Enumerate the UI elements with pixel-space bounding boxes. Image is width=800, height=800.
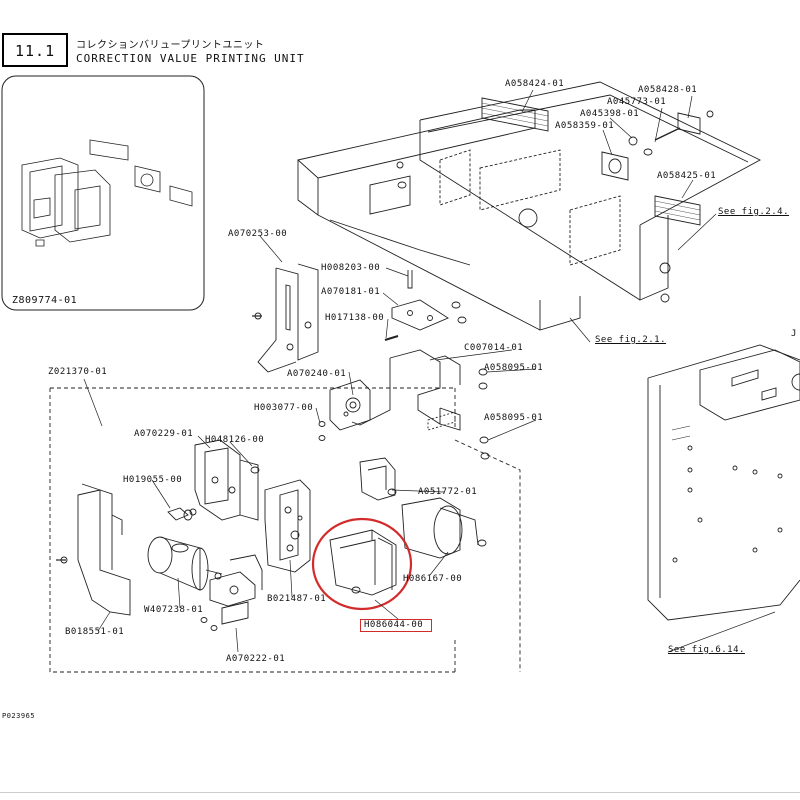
inset-frame: [1, 75, 205, 311]
part-label[interactable]: A070240-01: [287, 369, 347, 379]
part-label[interactable]: Z021370-01: [48, 367, 108, 377]
section-number-box: [2, 33, 68, 67]
part-label[interactable]: A045398-01: [580, 109, 640, 119]
bracket-c007014: [318, 349, 490, 460]
upper-frame: [297, 81, 761, 331]
part-label[interactable]: H048126-00: [205, 435, 265, 445]
part-label[interactable]: H019055-00: [123, 475, 183, 485]
part-label[interactable]: H003077-00: [254, 403, 314, 413]
part-label[interactable]: A051772-01: [418, 487, 478, 497]
part-label[interactable]: A058425-01: [657, 171, 717, 181]
highlight-label-box: [360, 619, 432, 632]
figure-reference-link[interactable]: See fig.6.14.: [668, 645, 745, 655]
part-label: J: [791, 329, 797, 339]
plate-a070181: [384, 161, 467, 341]
part-label[interactable]: A070253-00: [228, 229, 288, 239]
part-label[interactable]: B021487-01: [267, 594, 327, 604]
boundary-left: [49, 388, 455, 673]
part-label[interactable]: B018551-01: [65, 627, 125, 637]
bracket-a070253: [252, 263, 319, 373]
part-label[interactable]: A070181-01: [321, 287, 381, 297]
assembly-parts: [56, 439, 487, 631]
part-label[interactable]: A070222-01: [226, 654, 286, 664]
inset-assembly: [21, 139, 193, 247]
section-number: 11.1: [15, 42, 56, 60]
title-japanese: コレクションバリュープリントユニット: [76, 40, 265, 51]
part-label[interactable]: A058359-01: [555, 121, 615, 131]
part-label[interactable]: C007014-01: [464, 343, 524, 353]
part-label[interactable]: A070229-01: [134, 429, 194, 439]
figure-reference-link[interactable]: See fig.2.4.: [718, 207, 790, 217]
part-label[interactable]: A045773-01: [607, 97, 667, 107]
part-label[interactable]: H017138-00: [325, 313, 385, 323]
highlight-circle: [311, 517, 413, 611]
part-label[interactable]: H008203-00: [321, 263, 381, 273]
drawing-id: P023965: [2, 712, 36, 720]
page-edge: [0, 792, 800, 793]
part-label[interactable]: A058095-01: [484, 413, 544, 423]
highlighted-part-label[interactable]: H086044-00: [364, 620, 424, 630]
part-label[interactable]: A058095-01: [484, 363, 544, 373]
part-label[interactable]: W407238-01: [144, 605, 204, 615]
main-chassis: [647, 344, 800, 621]
label-plates: [481, 97, 714, 226]
figure-reference-link[interactable]: See fig.2.1.: [595, 335, 667, 345]
part-label[interactable]: H086167-00: [403, 574, 463, 584]
part-label[interactable]: A058424-01: [505, 79, 565, 89]
part-label[interactable]: A058428-01: [638, 85, 698, 95]
leader-lines: [83, 89, 776, 653]
inset-part-label: Z809774-01: [12, 295, 78, 306]
title-english: CORRECTION VALUE PRINTING UNIT: [76, 52, 305, 65]
